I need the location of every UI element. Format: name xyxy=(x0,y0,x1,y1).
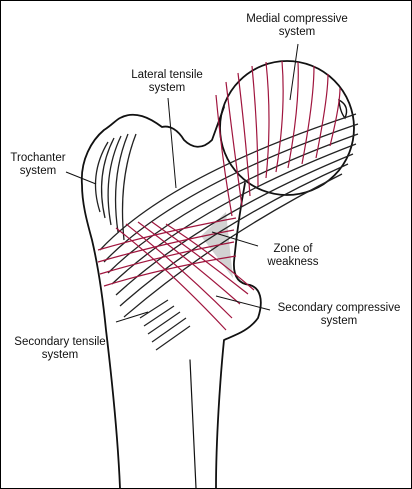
label-medial-compressive-line2: system xyxy=(236,26,358,39)
label-zone-line2: weakness xyxy=(258,256,328,269)
lateral-tensile-lines xyxy=(100,114,358,317)
label-secondary-tensile-line1: Secondary tensile xyxy=(4,336,116,349)
medial-compressive-lines xyxy=(216,61,340,216)
label-secondary-compressive-line2: system xyxy=(270,315,408,328)
label-trochanter-line2: system xyxy=(4,165,72,178)
label-trochanter-line1: Trochanter xyxy=(4,152,72,165)
trochanter-system-lines xyxy=(96,134,137,240)
label-secondary-compressive-line1: Secondary compressive xyxy=(270,302,408,315)
label-secondary-tensile: Secondary tensile system xyxy=(4,336,116,362)
secondary-tensile-lines xyxy=(140,300,190,350)
label-secondary-tensile-line2: system xyxy=(4,349,116,362)
label-zone-of-weakness: Zone of weakness xyxy=(258,243,328,269)
label-lateral-tensile: Lateral tensile system xyxy=(122,69,212,95)
label-zone-line1: Zone of xyxy=(258,243,328,256)
label-lateral-tensile-line2: system xyxy=(122,82,212,95)
bone-outline xyxy=(82,107,261,488)
label-medial-compressive: Medial compressive system xyxy=(236,13,358,39)
label-medial-compressive-line1: Medial compressive xyxy=(236,13,358,26)
label-secondary-compressive: Secondary compressive system xyxy=(270,302,408,328)
label-lateral-tensile-line1: Lateral tensile xyxy=(122,69,212,82)
label-trochanter: Trochanter system xyxy=(4,152,72,178)
